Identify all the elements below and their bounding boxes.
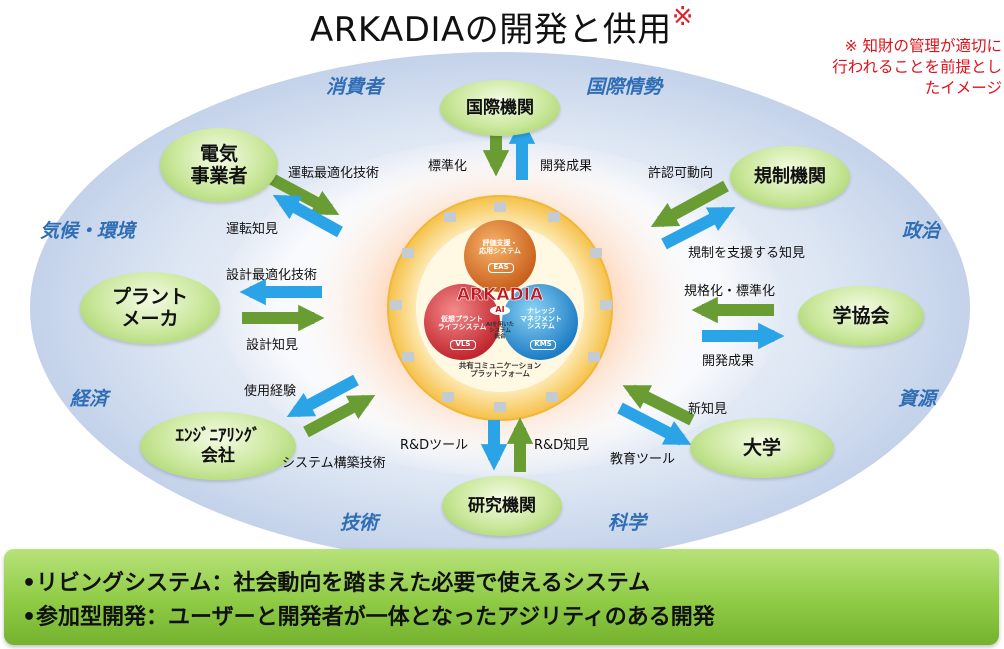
arkadia-logo: ARKADIA xyxy=(456,285,544,305)
ring-icons xyxy=(390,202,612,412)
label-design-opt-tech: 設計最適化技術 xyxy=(226,268,318,283)
node-research-institute[interactable]: 研究機関 xyxy=(442,476,562,536)
arrow-engineering-in xyxy=(303,394,376,438)
label-rd-tool: R&Dツール xyxy=(400,438,469,453)
summary-line-participatory-dev: •参加型開発：ユーザーと開発者が一体となったアジリティのある開発 xyxy=(22,605,715,630)
eas-label: 評価支援・ 応用システム xyxy=(479,239,521,255)
arrow-regulator-in xyxy=(650,180,729,228)
domain-resources: 資源 xyxy=(898,388,937,410)
domain-technology: 技術 xyxy=(340,512,379,534)
label-op-opt-tech: 運転最適化技術 xyxy=(288,166,380,181)
node-electric-utility[interactable]: 電気 事業者 xyxy=(160,128,278,202)
label-license-trend: 許認可動向 xyxy=(648,166,714,181)
domain-politics: 政治 xyxy=(902,220,941,242)
node-regulator[interactable]: 規制機関 xyxy=(730,146,850,208)
label-reg-support-knowledge: 規制を支援する知見 xyxy=(688,246,806,261)
domain-international: 国際情勢 xyxy=(586,76,663,98)
arrow-university-in xyxy=(622,384,695,426)
node-international-org[interactable]: 国際機関 xyxy=(440,80,560,136)
arrow-engineering-out xyxy=(286,374,359,418)
ip-note: ※ 知財の管理が適切に行われることを前提としたイメージ xyxy=(832,37,1002,97)
arrow-regulator-out xyxy=(661,206,736,250)
label-op-knowledge: 運転知見 xyxy=(226,222,279,237)
vls-label: 仮想プラント ライフシステム xyxy=(437,315,487,331)
label-standardization: 標準化 xyxy=(428,159,468,174)
label-usage-experience: 使用経験 xyxy=(244,384,297,399)
node-engineering-company[interactable]: ｴﾝｼﾞﾆｱﾘﾝｸﾞ 会社 xyxy=(140,412,296,480)
ai-badge: AI xyxy=(490,305,510,315)
domain-science: 科学 xyxy=(608,512,647,534)
vls-sphere xyxy=(424,284,500,360)
eas-code: EAS xyxy=(488,263,514,273)
node-plant-maker[interactable]: プラント メーカ xyxy=(80,272,220,344)
domain-climate: 気候・環境 xyxy=(40,220,136,242)
node-university[interactable]: 大学 xyxy=(690,418,834,478)
page-title: ARKADIAの開発と供用※ xyxy=(309,2,695,50)
label-design-knowledge: 設計知見 xyxy=(246,338,299,353)
platform-label: 共有コミュニケーション プラットフォーム xyxy=(458,361,542,379)
label-norm-standard: 規格化・標準化 xyxy=(684,284,776,299)
kms-label: ナレッジ マネジメント システム xyxy=(520,307,562,331)
arrow-electric-in xyxy=(267,172,340,216)
label-edu-tool: 教育ツール xyxy=(610,452,676,467)
summary-line-living-system: •リビングシステム：社会動向を踏まえた必要で使えるシステム xyxy=(22,571,651,596)
domain-consumer: 消費者 xyxy=(326,76,384,98)
ai-integration-text: AIを用いた システム 統合 xyxy=(485,322,515,341)
kms-sphere xyxy=(502,284,578,360)
label-new-knowledge: 新知見 xyxy=(688,402,728,417)
label-system-build-tech: システム構築技術 xyxy=(282,456,386,471)
kms-code: KMS xyxy=(530,340,556,350)
label-dev-results-right: 開発成果 xyxy=(702,354,755,369)
arrow-electric-out xyxy=(272,194,343,238)
domain-economy: 経済 xyxy=(70,388,109,410)
vls-code: VLS xyxy=(450,340,476,350)
summary-box: •リビングシステム：社会動向を踏まえた必要で使えるシステム •参加型開発：ユーザ… xyxy=(4,549,999,645)
eas-sphere xyxy=(464,220,536,292)
label-rd-knowledge: R&D知見 xyxy=(534,438,590,453)
arrow-university-out xyxy=(617,402,692,446)
node-academic-society[interactable]: 学協会 xyxy=(798,286,924,346)
label-dev-results-top: 開発成果 xyxy=(540,159,593,174)
